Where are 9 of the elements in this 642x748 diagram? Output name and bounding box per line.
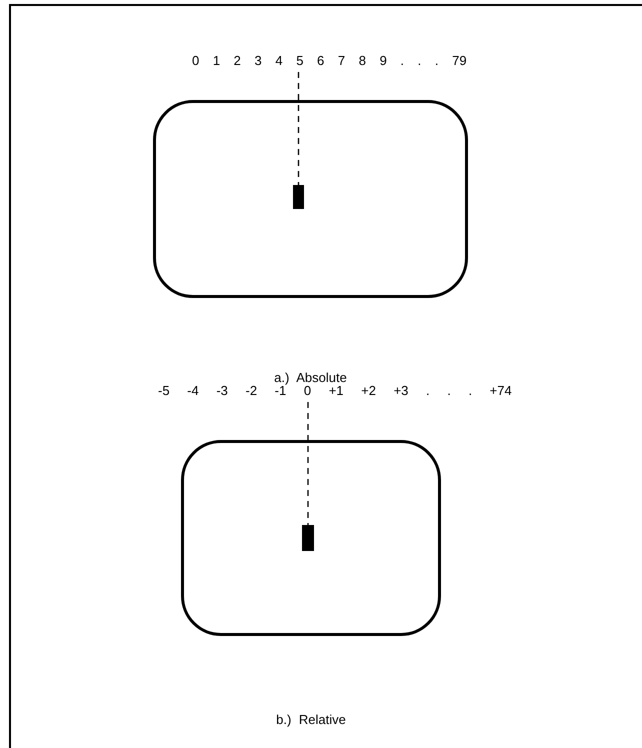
caption: b.) Relative xyxy=(276,711,346,729)
screen-outline xyxy=(153,100,468,298)
dashed-leader-line xyxy=(298,72,300,185)
cursor-block xyxy=(293,185,304,209)
scale-text: 0 1 2 3 4 5 6 7 8 9 . . . 79 xyxy=(192,52,467,70)
screen-outline xyxy=(181,440,441,636)
dashed-leader-line xyxy=(307,402,309,525)
caption: a.) Absolute xyxy=(274,369,347,386)
cursor-block xyxy=(302,525,314,551)
